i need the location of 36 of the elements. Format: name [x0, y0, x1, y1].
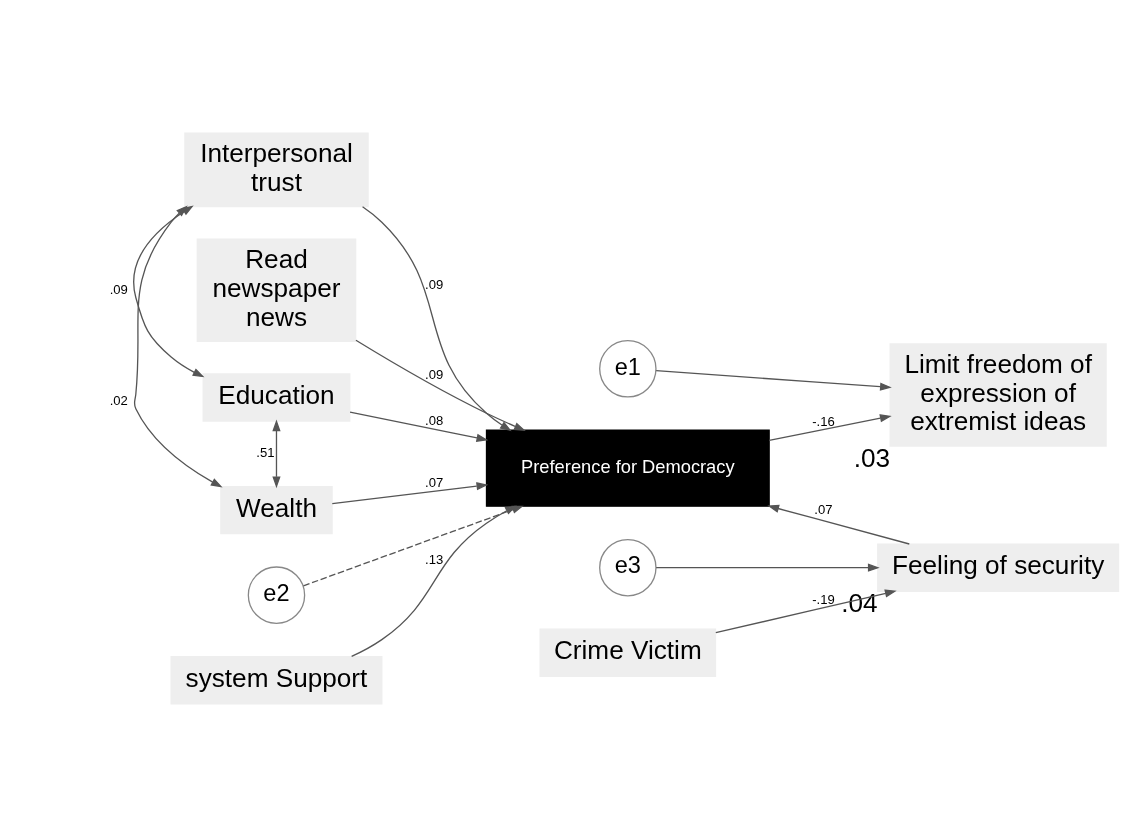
arrow: [331, 481, 489, 504]
node-box: Feeling of security: [877, 542, 1120, 592]
arrow: [655, 369, 892, 391]
arrow: [361, 205, 512, 431]
node-box: Education: [202, 372, 351, 422]
arrow: [655, 563, 880, 572]
node-box: Interpersonal trust: [184, 132, 369, 207]
edge-label: -.16: [812, 413, 835, 429]
node-circle: e2: [247, 565, 306, 624]
edge-label: .08: [425, 412, 444, 428]
node-box: system Support: [170, 655, 383, 704]
edge-label: .09: [425, 366, 444, 382]
node-box: Crime Victim: [539, 628, 717, 677]
arrow: [350, 504, 517, 657]
edge-label: -.19: [812, 591, 835, 607]
edge-label: .51: [256, 444, 275, 460]
edge-label: .07: [814, 501, 833, 517]
node-circle: e3: [599, 538, 657, 596]
arrow: [715, 589, 897, 633]
node-box: Wealth: [220, 485, 333, 534]
node-circle: e1: [599, 339, 657, 398]
arrow: [355, 339, 526, 431]
node-box: Preference for Democracy: [485, 429, 770, 507]
edge-label: .09: [109, 281, 128, 297]
node-label: .04: [841, 587, 878, 618]
arrow: [768, 413, 892, 441]
arrow: [767, 504, 910, 545]
node-box: Limit freedom of expression of extremist ideas: [889, 342, 1107, 447]
edge-label: .07: [425, 474, 444, 490]
edge-label: .02: [109, 392, 128, 408]
edge-label: .13: [425, 551, 444, 567]
node-box: Read newspaper news: [196, 238, 357, 342]
arrow: [272, 418, 281, 488]
edge-label: .09: [425, 276, 444, 292]
node-label: .03: [853, 442, 891, 473]
arrow: [349, 411, 489, 442]
